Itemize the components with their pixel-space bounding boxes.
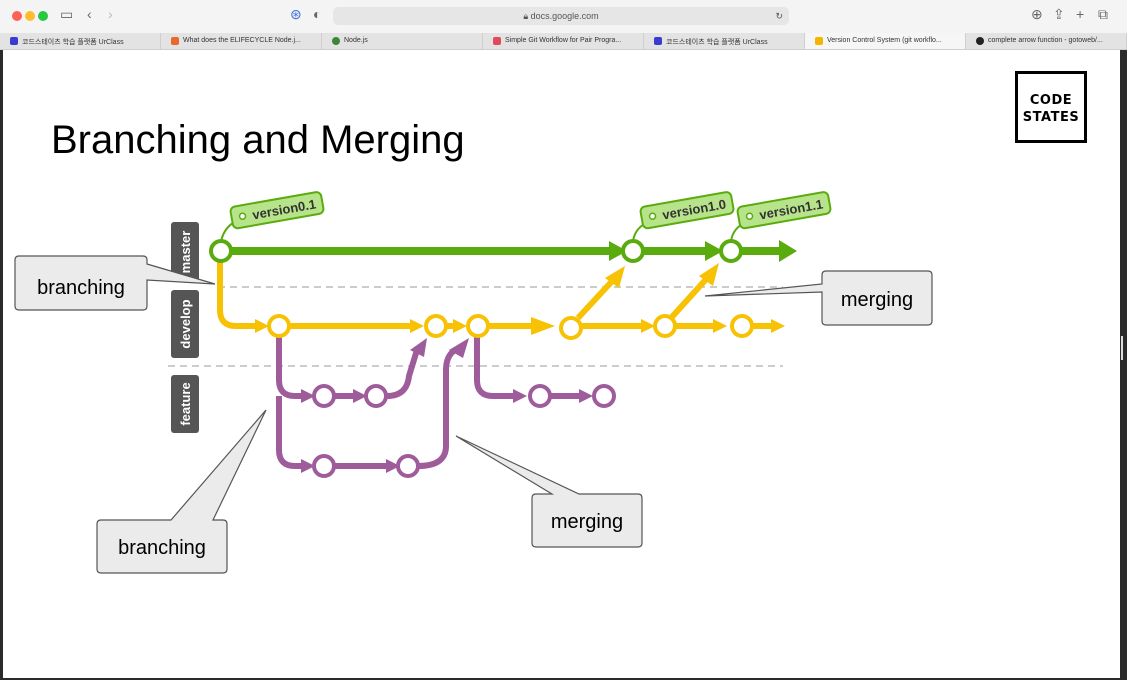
tab-nodejs[interactable]: Node.js bbox=[322, 33, 483, 49]
tab-version-control-system[interactable]: Version Control System (git workflo... bbox=[805, 33, 966, 49]
google-slides-favicon-icon bbox=[815, 37, 823, 45]
commit-node bbox=[653, 314, 677, 338]
browser-toolbar: ▭ ‹ › ⊛ ◐ 🔒︎ docs.google.com ↻ ⊕ ⇪ + ⧉ bbox=[0, 0, 1127, 34]
slides-favicon-icon bbox=[493, 37, 501, 45]
tab-label: 코드스테이츠 학습 플랫폼 UrClass bbox=[22, 39, 124, 46]
commit-node bbox=[424, 314, 448, 338]
callout-merging-right: merging bbox=[704, 270, 933, 326]
callout-branching-bottom: branching bbox=[96, 409, 267, 574]
callout-merging-bottom: merging bbox=[455, 435, 643, 548]
lock-icon: 🔒︎ bbox=[523, 11, 531, 21]
minimize-window-button[interactable] bbox=[25, 11, 35, 21]
commit-nodes bbox=[209, 239, 754, 478]
tag-version0-1: version0.1 bbox=[220, 191, 325, 242]
tab-elifecycle[interactable]: What does the ELIFECYCLE Node.j... bbox=[161, 33, 322, 49]
commit-node bbox=[312, 384, 336, 408]
address-bar-text: docs.google.com bbox=[530, 11, 599, 21]
commit-node bbox=[621, 239, 645, 263]
privacy-shield-icon[interactable]: ◐ bbox=[313, 6, 322, 22]
tag-version1-0: version1.0 bbox=[632, 191, 735, 242]
tab-label: complete arrow function - gotoweb/... bbox=[988, 37, 1103, 44]
develop-branch-line bbox=[217, 260, 785, 335]
tab-label: What does the ELIFECYCLE Node.j... bbox=[183, 37, 301, 44]
tab-label: Node.js bbox=[344, 37, 368, 44]
tab-label: Version Control System (git workflo... bbox=[827, 37, 942, 44]
zoom-window-button[interactable] bbox=[38, 11, 48, 21]
window-resize-handle[interactable] bbox=[1121, 336, 1123, 360]
tab-label: 코드스테이츠 학습 플랫폼 UrClass bbox=[666, 39, 768, 46]
commit-node bbox=[312, 454, 336, 478]
tab-label: Simple Git Workflow for Pair Progra... bbox=[505, 37, 622, 44]
logo-line-1: CODE bbox=[1029, 93, 1073, 108]
reload-icon[interactable]: ↻ bbox=[775, 11, 783, 21]
svg-text:merging: merging bbox=[551, 511, 623, 533]
close-window-button[interactable] bbox=[12, 11, 22, 21]
urclass-favicon-icon bbox=[654, 37, 662, 45]
svg-text:master: master bbox=[178, 231, 193, 274]
tab-bar: 코드스테이츠 학습 플랫폼 UrClass What does the ELIF… bbox=[0, 33, 1127, 50]
tag-version1-1: version1.1 bbox=[730, 191, 832, 242]
commit-node bbox=[267, 314, 291, 338]
svg-text:merging: merging bbox=[841, 289, 913, 311]
commit-node bbox=[396, 454, 420, 478]
share-icon[interactable]: ⇪ bbox=[1053, 6, 1065, 22]
commit-node bbox=[730, 314, 754, 338]
new-tab-icon[interactable]: + bbox=[1076, 6, 1085, 22]
tab-urclass-2[interactable]: 코드스테이츠 학습 플랫폼 UrClass bbox=[644, 33, 805, 49]
forward-icon[interactable]: › bbox=[108, 6, 113, 22]
lane-label-develop: develop bbox=[171, 290, 199, 358]
slide-title: Branching and Merging bbox=[51, 118, 465, 162]
commit-node bbox=[209, 239, 233, 263]
tab-complete-arrow-function[interactable]: complete arrow function - gotoweb/... bbox=[966, 33, 1127, 49]
svg-text:branching: branching bbox=[37, 277, 125, 299]
tab-overview-icon[interactable]: ⧉ bbox=[1098, 6, 1108, 22]
github-favicon-icon bbox=[976, 37, 984, 45]
address-bar[interactable]: 🔒︎ docs.google.com ↻ bbox=[333, 7, 789, 25]
callout-branching-top: branching bbox=[14, 255, 216, 311]
master-branch-line bbox=[231, 240, 797, 262]
downloads-icon[interactable]: ⊕ bbox=[1031, 6, 1043, 22]
tab-urclass-1[interactable]: 코드스테이츠 학습 플랫폼 UrClass bbox=[0, 33, 161, 49]
git-flow-diagram: master develop feature bbox=[14, 191, 933, 574]
svg-text:feature: feature bbox=[178, 382, 193, 425]
sidebar-icon[interactable]: ▭ bbox=[60, 6, 74, 22]
svg-text:branching: branching bbox=[118, 537, 206, 559]
logo-line-2: STATES bbox=[1022, 110, 1080, 125]
commit-node bbox=[719, 239, 743, 263]
commit-node bbox=[559, 316, 583, 340]
svg-text:develop: develop bbox=[178, 299, 193, 348]
commit-node bbox=[528, 384, 552, 408]
nodejs-favicon-icon bbox=[332, 37, 340, 45]
lane-label-master: master bbox=[171, 222, 199, 282]
commit-node bbox=[592, 384, 616, 408]
codestates-logo: CODE STATES bbox=[1015, 71, 1087, 143]
stackoverflow-favicon-icon bbox=[171, 37, 179, 45]
presentation-slide: Branching and Merging CODE STATES master… bbox=[3, 50, 1120, 678]
commit-node bbox=[466, 314, 490, 338]
tab-simple-git-workflow[interactable]: Simple Git Workflow for Pair Progra... bbox=[483, 33, 644, 49]
lane-label-feature: feature bbox=[171, 375, 199, 433]
extension-icon[interactable]: ⊛ bbox=[290, 6, 302, 22]
urclass-favicon-icon bbox=[10, 37, 18, 45]
feature-branch-lines bbox=[276, 335, 593, 473]
back-icon[interactable]: ‹ bbox=[87, 6, 92, 22]
commit-node bbox=[364, 384, 388, 408]
